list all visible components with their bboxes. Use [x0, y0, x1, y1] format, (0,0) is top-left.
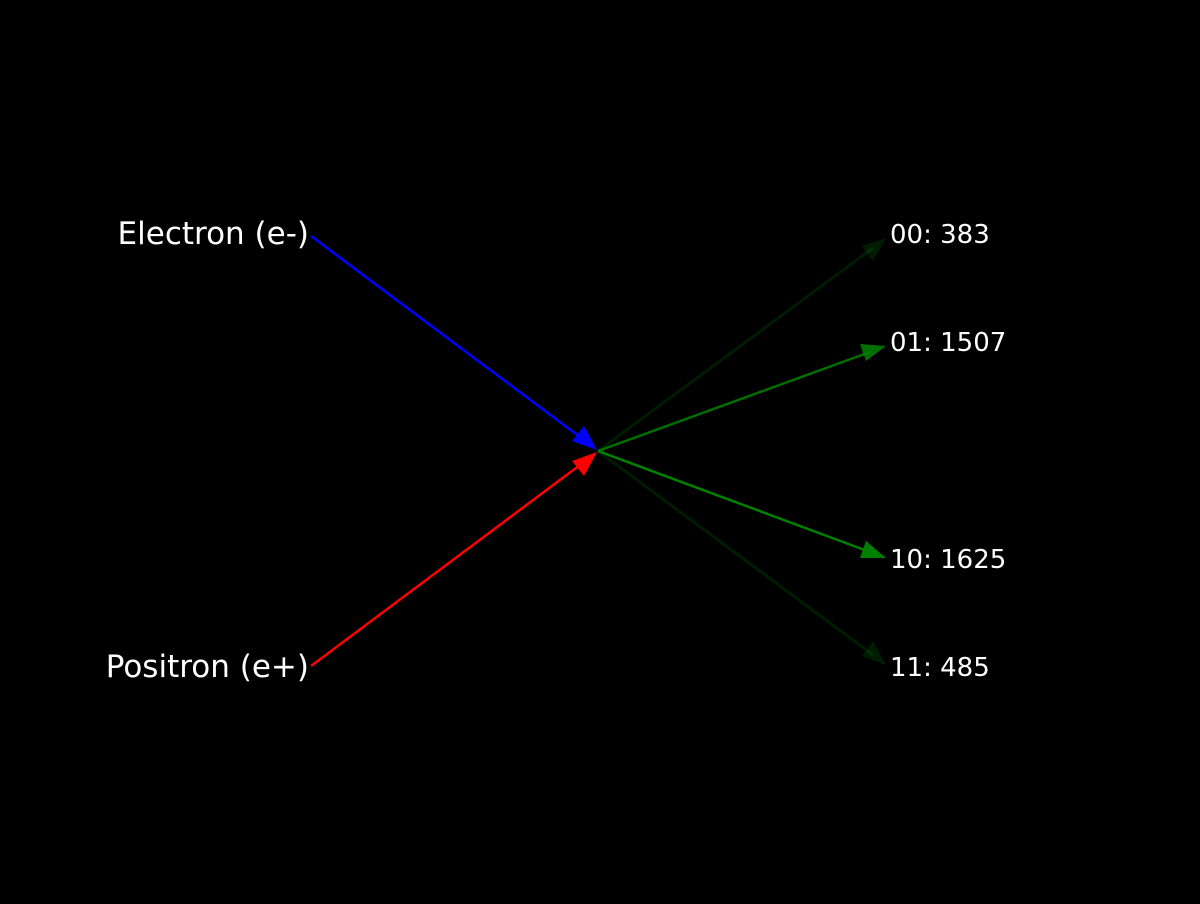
electron-arrow-head — [572, 426, 597, 450]
outcome-label-10: 10: 1625 — [890, 545, 1006, 575]
outcome-arrow-01 — [597, 344, 886, 453]
electron-arrow-line — [310, 234, 585, 442]
positron-label: Positron (e+) — [106, 649, 309, 685]
outcome-arrows — [597, 238, 886, 665]
incoming-arrows — [310, 234, 597, 668]
outcome-label-01: 01: 1507 — [890, 328, 1006, 358]
positron-arrow-line — [310, 460, 585, 668]
outcome-label-11: 11: 485 — [890, 653, 990, 683]
outcome-arrow-00 — [597, 238, 886, 453]
outcome-label-00: 00: 383 — [890, 220, 990, 250]
electron-label: Electron (e-) — [118, 216, 309, 252]
outcome-arrow-11 — [597, 449, 886, 665]
outcome-arrow-10 — [597, 449, 886, 558]
positron-arrow-head — [572, 452, 597, 476]
